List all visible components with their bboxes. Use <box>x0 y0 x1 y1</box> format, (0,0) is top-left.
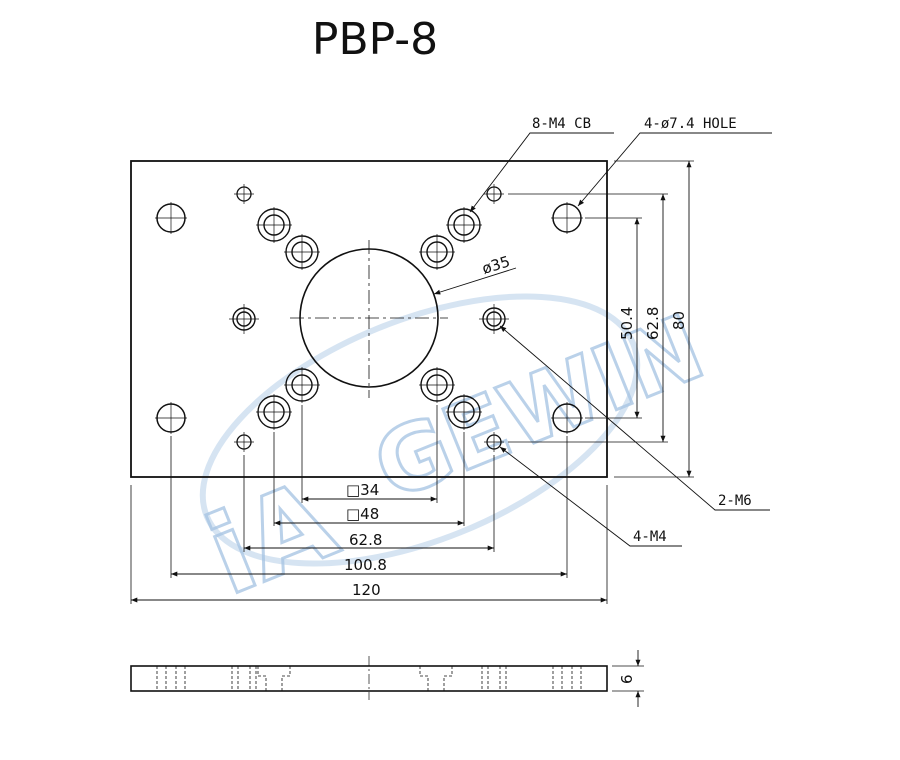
extension-lines-right <box>508 160 694 478</box>
callout-hole: 4-ø7.4 HOLE <box>644 116 737 132</box>
corner-holes <box>155 202 583 434</box>
dim-62-8-vertical: 62.8 <box>644 307 662 340</box>
callout-8-m4-cb: 8-M4 CB <box>532 116 591 132</box>
watermark-logo: iA GEWIN <box>189 293 719 621</box>
extension-lines-bottom <box>130 405 608 604</box>
dim-thickness-6: 6 <box>618 674 636 684</box>
callout-leaders <box>433 132 772 547</box>
dim-120: 120 <box>352 581 381 599</box>
vertical-dimensions <box>634 161 692 477</box>
dim-50-4: 50.4 <box>618 307 636 340</box>
dim-sq34: □34 <box>346 481 379 499</box>
watermark-ia: iA <box>190 455 352 620</box>
plate-outline <box>130 160 608 478</box>
drawing-title: PBP-8 <box>311 14 439 65</box>
horizontal-dimensions <box>131 496 607 603</box>
callout-bore-35: ø35 <box>480 252 512 277</box>
dim-100-8: 100.8 <box>344 556 387 574</box>
dim-80: 80 <box>670 311 688 330</box>
callout-2-m6: 2-M6 <box>718 493 752 509</box>
callout-4-m4: 4-M4 <box>633 529 667 545</box>
center-bore <box>290 240 448 398</box>
dim-62-8-horizontal: 62.8 <box>349 531 382 549</box>
counterbore-holes <box>256 207 482 430</box>
side-view <box>130 650 644 707</box>
watermark-brand: GEWIN <box>360 295 718 521</box>
m6-holes <box>229 304 509 334</box>
m4-holes <box>234 184 504 452</box>
dim-sq48: □48 <box>346 505 379 523</box>
